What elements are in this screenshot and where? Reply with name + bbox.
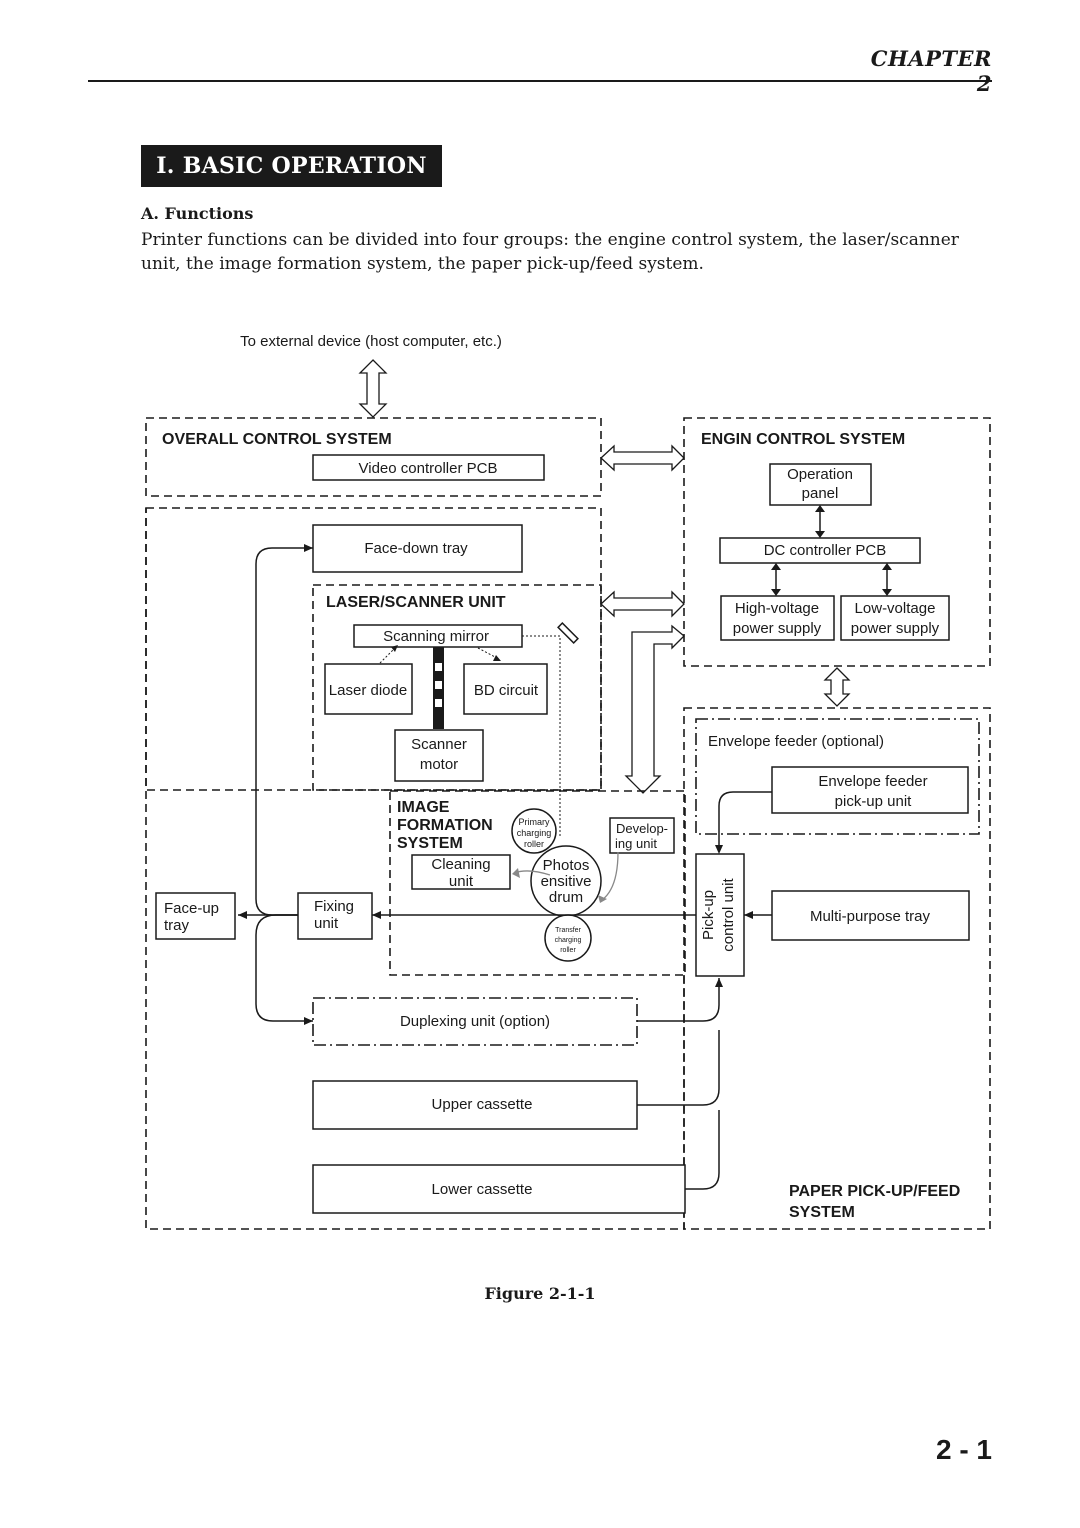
- paper-feed-region-right: [683, 707, 991, 1230]
- page-number: 2 - 1: [935, 1434, 992, 1465]
- drum-line-2: ensitive: [541, 873, 592, 890]
- pickup-control-unit-box: [695, 853, 745, 977]
- scanner-motor-line-2: motor: [420, 756, 458, 773]
- bd-circuit-label: BD circuit: [474, 682, 539, 699]
- bd-circuit-box: [463, 663, 548, 715]
- face-down-tray-box: [312, 524, 523, 573]
- high-voltage-line-1: High-voltage: [735, 600, 819, 617]
- face-up-tray-line-2: tray: [164, 917, 190, 934]
- laser-engine-link-arrow: [600, 590, 685, 618]
- engine-image-link-arrow: [624, 624, 685, 794]
- high-voltage-line-2: power supply: [733, 620, 822, 637]
- high-voltage-supply-box: [720, 595, 835, 641]
- lower-cassette-label: Lower cassette: [432, 1181, 533, 1198]
- chapter-label: CHAPTER 2: [870, 46, 992, 96]
- operation-panel-line-1: Operation: [787, 466, 853, 483]
- face-up-tray-line-1: Face-up: [164, 900, 219, 917]
- multipurpose-tray-box: [771, 890, 970, 941]
- transfer-roller-line-3: roller: [560, 947, 576, 954]
- scanning-mirror-label: Scanning mirror: [383, 628, 489, 645]
- operation-panel-box: [769, 463, 872, 506]
- transfer-roller-line-2: charging: [555, 937, 582, 944]
- primary-charging-roller: [511, 808, 557, 854]
- external-link-arrow: [358, 359, 388, 418]
- engine-control-heading: ENGIN CONTROL SYSTEM: [701, 431, 905, 448]
- low-voltage-line-2: power supply: [851, 620, 940, 637]
- upper-cassette-box: [312, 1080, 638, 1130]
- figure-caption: Figure 2-1-1: [484, 1284, 596, 1303]
- laser-diode-label: Laser diode: [329, 682, 407, 699]
- cleaning-unit-line-1: Cleaning: [431, 856, 490, 873]
- fold-mirror-icon: [557, 622, 579, 644]
- envelope-feeder-region: [695, 718, 980, 835]
- duplex-path: [255, 914, 313, 1022]
- envelope-pickup-line-1: Envelope feeder: [818, 773, 927, 790]
- external-device-note: To external device (host computer, etc.): [240, 333, 502, 350]
- header-rule: [88, 80, 992, 82]
- image-heading-line-2: FORMATION: [397, 817, 493, 834]
- overall-control-region: [145, 417, 602, 497]
- scanner-motor-line-1: Scanner: [411, 736, 467, 753]
- low-voltage-line-1: Low-voltage: [855, 600, 936, 617]
- intro-paragraph: Printer functions can be divided into fo…: [141, 230, 959, 274]
- pickup-control-line-1: Pick-up: [700, 890, 717, 940]
- dc-controller-pcb-box: [719, 537, 921, 564]
- paper-feed-heading-line-1: PAPER PICK-UP/FEED: [789, 1183, 960, 1200]
- drum-line-3: drum: [549, 889, 583, 906]
- paper-feed-region-outline: [145, 508, 685, 1230]
- face-down-tray-label: Face-down tray: [364, 540, 468, 557]
- fixing-unit-line-2: unit: [314, 915, 339, 932]
- upper-cassette-label: Upper cassette: [432, 1096, 533, 1113]
- drum-line-1: Photos: [543, 857, 590, 874]
- video-controller-pcb-box: [312, 454, 545, 481]
- lower-cassette-box: [312, 1164, 686, 1214]
- panel-dc-arrowheads: [815, 505, 825, 538]
- engine-control-region: [683, 417, 991, 667]
- dc-power-arrowheads: [771, 563, 892, 596]
- cleaning-unit-line-2: unit: [449, 873, 474, 890]
- fixing-unit-line-1: Fixing: [314, 898, 354, 915]
- primary-roller-line-3: roller: [524, 839, 544, 849]
- developing-unit-line-1: Develop-: [616, 821, 668, 836]
- image-formation-region: [389, 790, 686, 976]
- transfer-roller-line-1: Transfer: [555, 927, 581, 934]
- scanner-motor-box: [394, 729, 484, 782]
- overall-control-heading: OVERALL CONTROL SYSTEM: [162, 431, 392, 448]
- envelope-pickup-line-2: pick-up unit: [835, 793, 913, 810]
- low-voltage-supply-box: [840, 595, 950, 641]
- dc-controller-pcb-label: DC controller PCB: [764, 542, 887, 559]
- laser-scanner-region: [312, 584, 602, 791]
- envelope-feeder-label: Envelope feeder (optional): [708, 733, 884, 750]
- cleaning-unit-box: [411, 854, 511, 890]
- laser-scanner-heading: LASER/SCANNER UNIT: [326, 594, 506, 611]
- paper-feed-heading-line-2: SYSTEM: [789, 1204, 855, 1221]
- envelope-pickup-box: [771, 766, 969, 814]
- fixing-unit-box: [297, 892, 373, 940]
- face-up-tray-box: [155, 892, 236, 940]
- laser-diode-box: [324, 663, 413, 715]
- image-heading-line-1: IMAGE: [397, 799, 450, 816]
- multipurpose-tray-label: Multi-purpose tray: [810, 908, 931, 925]
- image-heading-line-3: SYSTEM: [397, 835, 463, 852]
- pickup-control-line-2: control unit: [720, 877, 737, 951]
- primary-roller-line-2: charging: [517, 828, 552, 838]
- subsection-heading: A. Functions: [141, 204, 254, 223]
- printer-block-diagram: To external device (host computer, etc.)…: [145, 333, 991, 1230]
- video-controller-pcb-label: Video controller PCB: [359, 460, 498, 477]
- section-title: I. BASIC OPERATION: [141, 145, 442, 187]
- duplexing-unit-label: Duplexing unit (option): [400, 1013, 550, 1030]
- primary-roller-line-1: Primary: [519, 817, 550, 827]
- face-down-path: [255, 547, 313, 916]
- engine-paper-link-arrow: [823, 667, 851, 707]
- overall-engine-link-arrow: [600, 444, 685, 472]
- developing-unit-line-2: ing unit: [615, 836, 657, 851]
- developing-unit-box: [609, 817, 675, 854]
- operation-panel-line-2: panel: [802, 485, 839, 502]
